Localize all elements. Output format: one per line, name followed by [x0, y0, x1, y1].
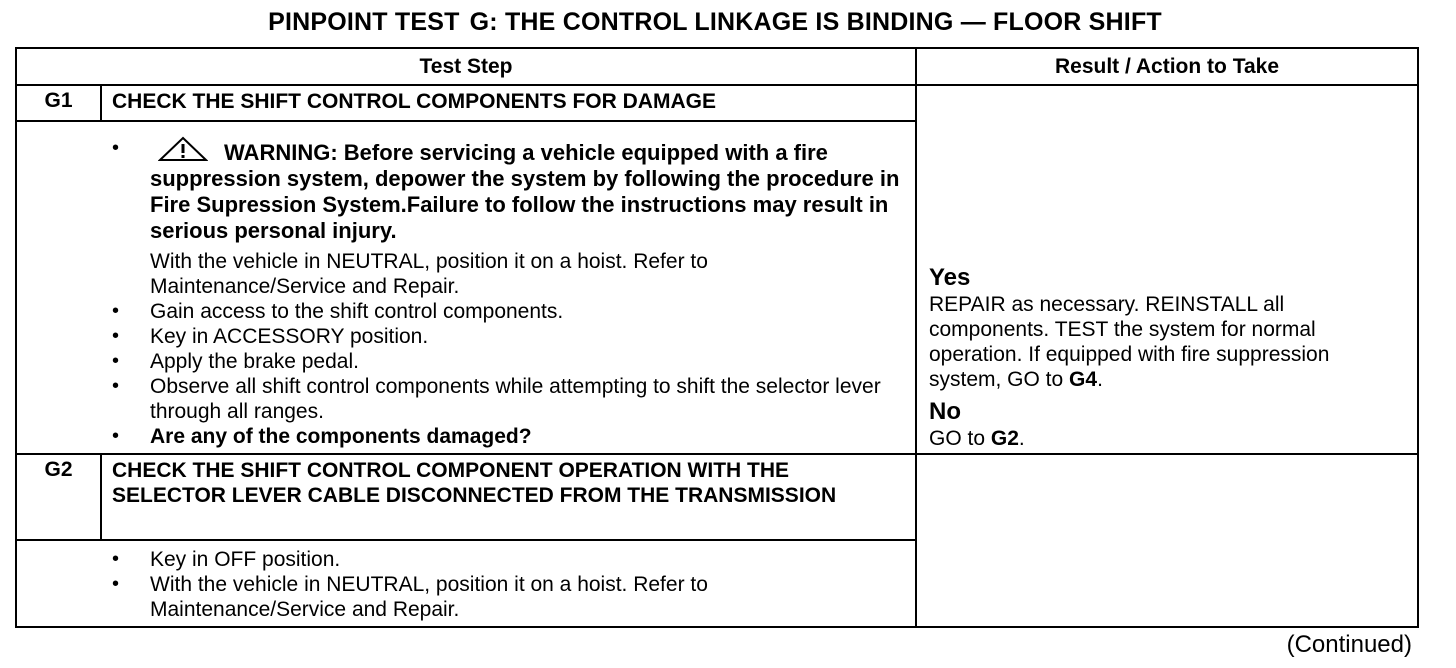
list-item: •Key in ACCESSORY position. [112, 325, 429, 348]
list-item: •Are any of the components damaged? [112, 425, 532, 448]
result-yes-ref: G4 [1069, 368, 1098, 391]
continued-note: (Continued) [1286, 631, 1412, 658]
page-title: PINPOINT TEST G: THE CONTROL LINKAGE IS B… [0, 6, 1430, 38]
result-cell-g2 [915, 453, 1419, 628]
pinpoint-test-table: Test Step Result / Action to Take G1 CHE… [15, 47, 1419, 628]
step-g1-list: • WARNING: Before servicing a vehicle eq… [112, 136, 905, 449]
step-number-g1: G1 [15, 84, 102, 122]
result-no-label: No [929, 398, 961, 425]
result-cell-g1: Yes REPAIR as necessary. REINSTALL all c… [915, 84, 1419, 455]
table-header-row: Test Step Result / Action to Take [15, 47, 1419, 86]
step-body-g2: •Key in OFF position. •With the vehicle … [15, 539, 917, 628]
step-g2-body-row: •Key in OFF position. •With the vehicle … [15, 539, 1418, 628]
step-title-g1: CHECK THE SHIFT CONTROL COMPONENTS FOR D… [100, 84, 917, 122]
list-item: •Apply the brake pedal. [112, 350, 359, 373]
step-g2-list: •Key in OFF position. •With the vehicle … [112, 547, 905, 622]
list-item: •Observe all shift control components wh… [112, 375, 881, 423]
step-g1-title-row: G1 CHECK THE SHIFT CONTROL COMPONENTS FO… [15, 84, 1419, 455]
list-item: •Key in OFF position. [112, 548, 341, 571]
step-title-g2: CHECK THE SHIFT CONTROL COMPONENT OPERAT… [100, 453, 917, 541]
warning-followup: With the vehicle in NEUTRAL, position it… [150, 250, 708, 298]
header-test-step: Test Step [15, 47, 917, 86]
result-yes-label: Yes [929, 264, 971, 291]
result-yes-text: REPAIR as necessary. REINSTALL all compo… [929, 293, 1330, 391]
result-no-ref: G2 [990, 427, 1019, 450]
warning-triangle-icon [158, 136, 208, 161]
step-g2-title-row: G2 CHECK THE SHIFT CONTROL COMPONENT OPE… [15, 453, 1419, 628]
warning-text: WARNING: Before servicing a vehicle equi… [150, 136, 899, 243]
header-result-action: Result / Action to Take [915, 47, 1419, 86]
result-no-text: GO to G2. [929, 427, 1025, 450]
step-body-g1: • WARNING: Before servicing a vehicle eq… [15, 120, 917, 455]
step-g1-body-row: • WARNING: Before servicing a vehicle eq… [15, 120, 1418, 455]
title-prefix: PINPOINT TEST [268, 8, 460, 36]
step-number-g2: G2 [15, 453, 102, 541]
title-main: G: THE CONTROL LINKAGE IS BINDING — FLOO… [469, 8, 1162, 36]
list-item: • WARNING: Before servicing a vehicle eq… [112, 136, 905, 299]
list-item: •With the vehicle in NEUTRAL, position i… [112, 573, 708, 621]
step-question: Are any of the components damaged? [150, 425, 532, 448]
list-item: •Gain access to the shift control compon… [112, 300, 564, 323]
